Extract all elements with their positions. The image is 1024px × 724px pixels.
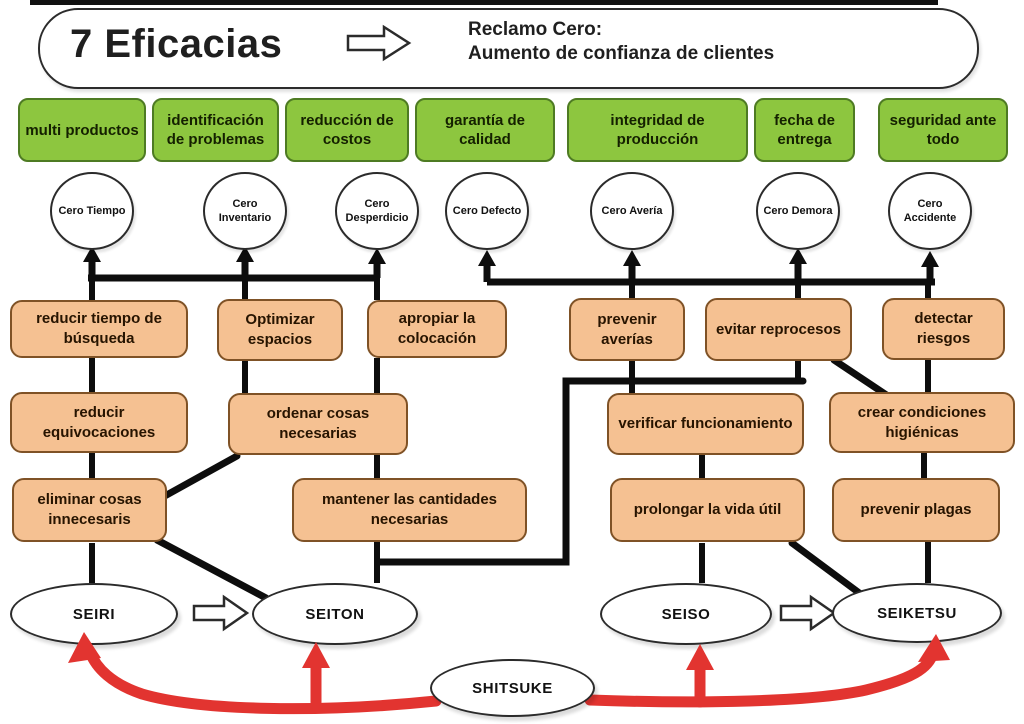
goal-line1: Reclamo Cero:: [468, 19, 603, 40]
red-arrowhead-seiri: [68, 632, 101, 663]
red-arrowhead-seiketsu: [918, 634, 950, 662]
action-box-reducir-tiempo-busqueda: reducir tiempo de búsqueda: [10, 300, 188, 358]
action-box-detectar-riesgos: detectar riesgos: [882, 298, 1005, 360]
up-arrowheads: [83, 246, 939, 282]
diagonal-reprocesos-crear: [830, 356, 892, 400]
action-box-reducir-equivocaciones: reducir equivocaciones: [10, 392, 188, 453]
goal-box-identificacion-problemas: identificación de problemas: [152, 98, 279, 162]
zero-circle-cero-defecto: Cero Defecto: [445, 172, 529, 250]
zero-circle-cero-tiempo: Cero Tiempo: [50, 172, 134, 250]
action-box-ordenar-cosas-necesarias: ordenar cosas necesarias: [228, 393, 408, 455]
phase-ellipse-seiketsu: SEIKETSU: [832, 583, 1002, 643]
action-box-optimizar-espacios: Optimizar espacios: [217, 299, 343, 361]
action-box-prevenir-plagas: prevenir plagas: [832, 478, 1000, 542]
elbow-link-line: [375, 377, 807, 566]
action-box-prevenir-averias: prevenir averías: [569, 298, 685, 361]
goal-box-multi-productos: multi productos: [18, 98, 146, 162]
block-arrows: [192, 594, 837, 632]
bus-lines: [88, 274, 935, 286]
action-box-crear-condiciones: crear condiciones higiénicas: [829, 392, 1015, 453]
top-rule: [30, 0, 938, 5]
goal-box-seguridad-ante-todo: seguridad ante todo: [878, 98, 1008, 162]
phase-ellipse-seiso: SEISO: [600, 583, 772, 645]
red-line-left: [84, 646, 442, 715]
red-arrowheads: [68, 632, 950, 670]
goal-box-integridad-produccion: integridad de producción: [567, 98, 748, 162]
goal-text: Reclamo Cero: Aumento de confianza de cl…: [468, 18, 774, 66]
arrowhead-cero-defecto: [478, 250, 496, 266]
goal-box-fecha-entrega: fecha de entrega: [754, 98, 855, 162]
action-box-prolongar-vida-util: prolongar la vida útil: [610, 478, 805, 542]
block-arrow-seiri-seiton: [192, 594, 250, 632]
red-branch-stems: [310, 654, 706, 708]
arrowhead-cero-averia: [623, 250, 641, 266]
red-arrowhead-seiton: [302, 642, 330, 668]
action-box-verificar-funcionamiento: verificar funcionamiento: [607, 393, 804, 455]
zero-circle-cero-demora: Cero Demora: [756, 172, 840, 250]
action-box-eliminar-cosas: eliminar cosas innecesaris: [12, 478, 167, 542]
action-box-apropiar-colocacion: apropiar la colocación: [367, 300, 507, 358]
phase-ellipse-shitsuke: SHITSUKE: [430, 659, 595, 717]
diagonal-ordenar-eliminar: [159, 452, 241, 501]
goal-line2: Aumento de confianza de clientes: [468, 43, 775, 64]
link-lines: [153, 356, 892, 602]
red-arrowhead-seiso: [686, 644, 714, 670]
red-flow-lines: [84, 646, 939, 715]
goal-box-garantia-calidad: garantía de calidad: [415, 98, 555, 162]
page-title: 7 Eficacias: [70, 22, 283, 66]
arrowhead-cero-tiempo: [83, 246, 101, 262]
zero-circle-cero-accidente: Cero Accidente: [888, 172, 972, 250]
arrowhead-cero-demora: [789, 248, 807, 264]
column-seiketsu-line: [921, 282, 931, 583]
action-box-mantener-cantidades: mantener las cantidades necesarias: [292, 478, 527, 542]
block-arrow-seiso-seiketsu: [779, 594, 837, 632]
diagonal-eliminar-seiton: [153, 536, 270, 602]
title-box: 7 Eficacias Reclamo Cero: Aumento de con…: [38, 8, 979, 89]
arrowhead-cero-desperdicio: [368, 248, 386, 264]
action-box-evitar-reprocesos: evitar reprocesos: [705, 298, 852, 361]
phase-ellipse-seiton: SEITON: [252, 583, 418, 645]
red-line-right: [584, 647, 939, 708]
zero-circle-cero-inventario: Cero Inventario: [203, 172, 287, 250]
phase-ellipse-seiri: SEIRI: [10, 583, 178, 645]
arrowhead-cero-accidente: [921, 251, 939, 267]
zero-circle-cero-averia: Cero Avería: [590, 172, 674, 250]
arrowhead-cero-inventario: [236, 246, 254, 262]
diagonal-prolongar-seiketsu: [788, 539, 866, 599]
zero-circle-cero-desperdicio: Cero Desperdicio: [335, 172, 419, 250]
goal-box-reduccion-costos: reducción de costos: [285, 98, 409, 162]
column-lines: [89, 278, 931, 583]
block-arrow-title: [346, 24, 412, 62]
